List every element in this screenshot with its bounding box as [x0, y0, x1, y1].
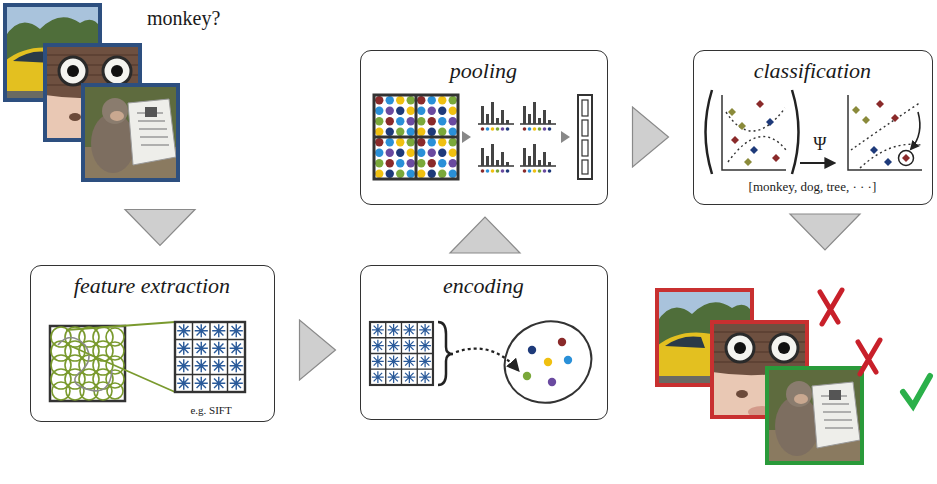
flow-triangle	[300, 320, 336, 380]
flow-triangle	[125, 210, 195, 246]
box-title: encoding	[443, 273, 524, 299]
box-title: pooling	[450, 58, 517, 84]
flow-triangle	[450, 217, 520, 253]
box-label: Ψ	[813, 134, 826, 156]
box-label: monkey?	[147, 6, 220, 30]
box-title: feature extraction	[74, 273, 230, 299]
result-marks	[820, 290, 930, 406]
process-box: pooling	[360, 50, 608, 205]
input-photos	[5, 5, 178, 180]
box-label: [monkey, dog, tree, · · ·]	[749, 179, 877, 195]
process-box: feature extraction e.g. SIFT	[30, 265, 275, 422]
dense-patches	[50, 322, 245, 401]
pooling-figure	[374, 95, 592, 179]
process-box: classificationΨ [monkey, dog, tree, · · ·…	[693, 50, 933, 205]
input-images: monkey?	[0, 0, 225, 190]
flow-triangle	[790, 214, 860, 250]
classification-figure	[706, 90, 923, 174]
encoding-figure	[370, 307, 605, 417]
flow-triangle	[633, 107, 669, 167]
box-label: e.g. SIFT	[190, 404, 231, 417]
result-photos	[657, 290, 862, 463]
box-title: classification	[754, 58, 871, 84]
process-box: encoding	[360, 265, 608, 420]
